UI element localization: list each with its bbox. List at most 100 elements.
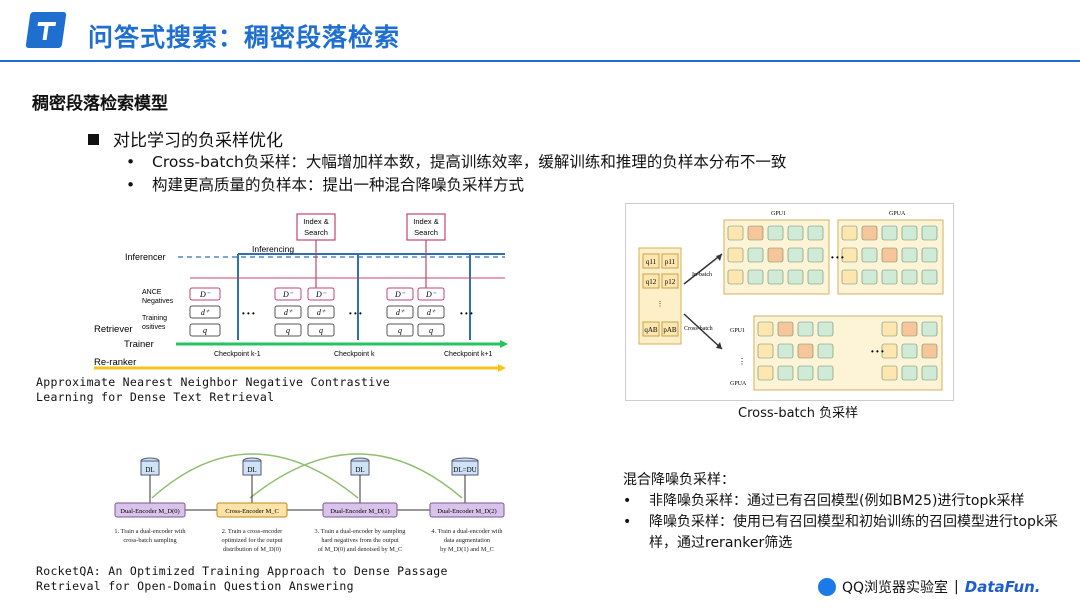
grid-cell: [901, 225, 918, 241]
reranker-label: Re-ranker: [94, 357, 136, 368]
d-minus-label: D⁻: [199, 290, 211, 299]
gpu-label: GPUA: [889, 211, 906, 217]
footer-brand: QQ浏览器实验室 | DataFun.: [818, 577, 1041, 597]
db-label: DL: [247, 466, 256, 474]
q-label: q: [429, 326, 433, 335]
caption-line: RocketQA: An Optimized Training Approach…: [36, 564, 448, 578]
gpu-label: GPUA: [730, 381, 747, 387]
grid-cell: [787, 225, 804, 241]
grid-cell: [727, 269, 744, 285]
trainer-label: Trainer: [124, 339, 154, 350]
brand-datafun: DataFun.: [964, 578, 1041, 596]
passage-label: p12: [665, 278, 676, 286]
sample-boxes: [189, 287, 445, 337]
note-text: 非降噪负采样：通过已有召回模型(例如BM25)进行topk采样: [649, 493, 1025, 509]
d-minus-label: D⁻: [282, 290, 294, 299]
grid-cell: [747, 247, 764, 263]
caption-line: Learning for Dense Text Retrieval: [36, 390, 275, 404]
grid-cell: [921, 225, 938, 241]
section-title: 稠密段落检索模型: [32, 94, 168, 114]
step-text: data augmentation: [444, 537, 491, 544]
index-search-label: Search: [414, 228, 438, 237]
grid-cell: [767, 247, 784, 263]
d-plus-label: d⁺: [284, 308, 293, 317]
note-text: 降噪负采样：使用已有召回模型和初始训练的召回模型进行topk采样，通过reran…: [649, 514, 1059, 551]
query-label: q12: [646, 278, 657, 286]
svg-text:• • •: • • •: [871, 347, 884, 356]
grid-cell: [727, 247, 744, 263]
stage-label: Dual-Encoder M_D(2): [437, 508, 496, 515]
svg-text:• • •: • • •: [831, 253, 844, 262]
step-text: by M_D(1) and M_C: [440, 546, 494, 553]
grid-cell: [901, 343, 918, 359]
t-glyph-icon: [37, 22, 57, 40]
notes-heading: 混合降噪负采样：: [623, 472, 735, 488]
stage-label: Cross-Encoder M_C: [225, 508, 279, 515]
d-minus-label: D⁻: [425, 290, 437, 299]
grid-cell: [861, 225, 878, 241]
stage-box: [114, 502, 186, 518]
grid-cell: [817, 321, 834, 337]
step-text: 4. Train a dual-encoder with: [431, 528, 503, 535]
ellipsis: • • •: [242, 309, 255, 318]
grid-cell: [921, 365, 938, 381]
grid-cell: [921, 321, 938, 337]
db-label: DL: [355, 466, 364, 474]
inferencer-label: Inferencer: [125, 252, 166, 262]
training-label: Training: [142, 315, 167, 322]
grid-cell: [727, 225, 744, 241]
index-search-label: Index &: [303, 217, 328, 226]
checkpoint-label: Checkpoint k+1: [444, 351, 493, 358]
grid-cell: [841, 225, 858, 241]
q-label: q: [286, 326, 290, 335]
grid-cell: [841, 247, 858, 263]
cross-batch-label: Cross-batch: [684, 326, 713, 332]
grid-cell: [881, 225, 898, 241]
grid-cell: [807, 247, 824, 263]
grid-cell: [921, 269, 938, 285]
positives-label: ositives: [142, 324, 166, 331]
gpu-label: GPU1: [771, 211, 786, 217]
step-text: optimized for the output: [221, 537, 282, 544]
sub-bullet-text: 构建更高质量的负样本：提出一种混合降噪负采样方式: [152, 176, 525, 194]
grid-cell: [797, 343, 814, 359]
grid-cell: [881, 343, 898, 359]
grid-cells: [727, 225, 938, 381]
svg-text:⋮: ⋮: [738, 357, 746, 366]
grid-cell: [777, 365, 794, 381]
step-text: hard negatives from the output: [321, 537, 399, 544]
inferencing-label: Inferencing: [252, 244, 294, 254]
grid-cell: [901, 321, 918, 337]
grid-cell: [757, 343, 774, 359]
flow-arc: [249, 453, 463, 499]
gpu-label: GPU1: [730, 328, 745, 334]
checkpoint-label: Checkpoint k-1: [214, 351, 261, 358]
grid-cell: [881, 321, 898, 337]
step-text: distribution of M_D(0): [223, 546, 281, 553]
db-label: DL: [145, 466, 154, 474]
rocketqa-caption: RocketQA: An Optimized Training Approach…: [36, 564, 448, 594]
cross-batch-diagram: q11 p11 q12 p12 qAB pAB ⋮ In-batch Cross…: [625, 203, 954, 401]
grid-cell: [747, 269, 764, 285]
grid-cell: [817, 365, 834, 381]
grid-cell: [777, 343, 794, 359]
note-item: •降噪负采样：使用已有召回模型和初始训练的召回模型进行topk采样，通过rera…: [623, 512, 1073, 554]
grid-cell: [777, 321, 794, 337]
grid-cell: [921, 247, 938, 263]
grid-cell: [881, 247, 898, 263]
note-item: •非降噪负采样：通过已有召回模型(例如BM25)进行topk采样: [623, 491, 1073, 512]
title-divider: [0, 60, 1080, 62]
step-text: 1. Train a dual-encoder with: [114, 528, 186, 535]
grid-cell: [797, 365, 814, 381]
stage-label: Dual-Encoder M_D(0): [120, 508, 179, 515]
grid-cell: [881, 365, 898, 381]
grid-cell: [767, 225, 784, 241]
q-label: q: [203, 326, 207, 335]
d-plus-label: d⁺: [427, 308, 436, 317]
sub-bullet: •Cross-batch负采样：大幅增加样本数，提高训练效率，缓解训练和推理的负…: [126, 153, 787, 171]
grid-cell: [921, 343, 938, 359]
ellipsis: • • •: [460, 309, 473, 318]
step-text: of M_D(0) and denoised by M_C: [318, 546, 402, 553]
grid-cell: [901, 247, 918, 263]
d-minus-label: D⁻: [315, 290, 327, 299]
